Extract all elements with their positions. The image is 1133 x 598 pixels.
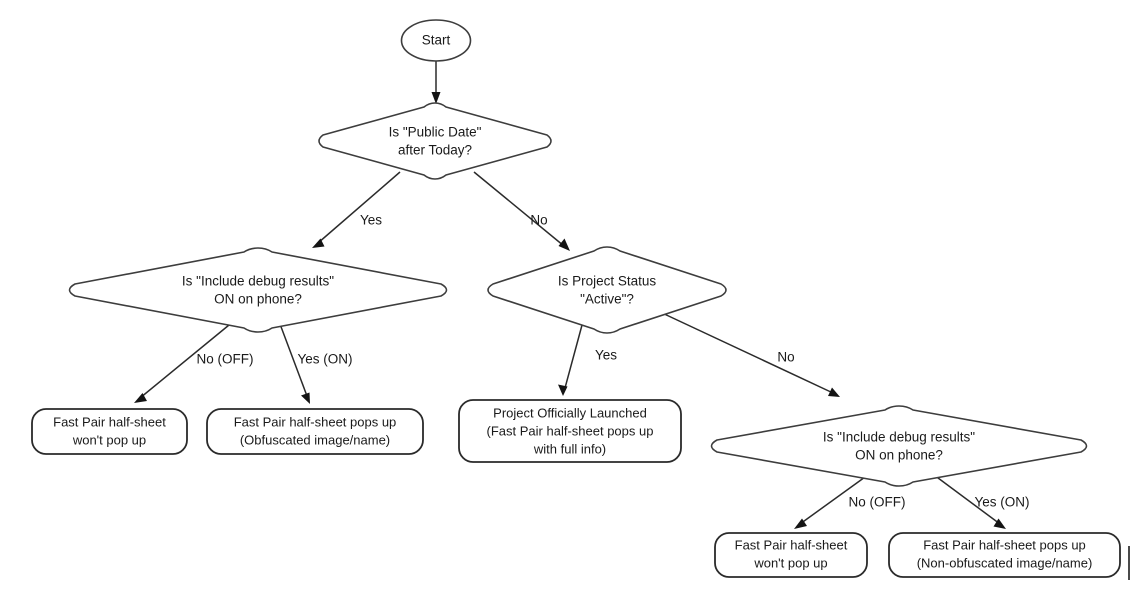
arrowhead-icon (431, 92, 441, 104)
terminal-box[interactable] (714, 532, 868, 578)
edge-project-status-no: No (659, 311, 840, 397)
edge-project-status-yes: Yes (558, 313, 617, 396)
terminal-box[interactable] (458, 399, 682, 463)
arrowhead-icon (993, 518, 1006, 529)
edge-line (799, 471, 873, 525)
arrowhead-icon (828, 387, 840, 397)
node-terminal-right-on[interactable]: Fast Pair half-sheet pops up (Non-obfusc… (888, 532, 1121, 578)
node-terminal-launched[interactable]: Project Officially Launched (Fast Pair h… (458, 399, 682, 463)
edge-label-no-off: No (OFF) (197, 352, 254, 367)
node-terminal-left-on[interactable]: Fast Pair half-sheet pops up (Obfuscated… (206, 408, 424, 455)
edge-public-date-yes: Yes (312, 171, 401, 248)
edge-line (139, 315, 241, 399)
node-decision-public-date[interactable]: Is "Public Date" after Today? (318, 102, 552, 180)
node-terminal-right-off[interactable]: Fast Pair half-sheet won't pop up (714, 532, 868, 578)
node-label-line-2: (Fast Pair half-sheet pops up (487, 423, 654, 438)
edge-debug-right-off: No (OFF) (794, 471, 906, 529)
node-label-line-2: won't pop up (72, 432, 146, 447)
node-label-line-1: Is Project Status (558, 274, 657, 289)
page-edge-mark (1128, 546, 1130, 580)
arrowhead-icon (558, 384, 568, 396)
decision-diamond[interactable] (318, 102, 552, 180)
edge-line (564, 313, 586, 389)
arrowhead-icon (134, 393, 147, 403)
edge-label-no: No (530, 213, 547, 228)
edge-line (276, 315, 308, 397)
edge-label-yes-on: Yes (ON) (974, 495, 1029, 510)
edge-label-no: No (777, 350, 794, 365)
edge-label-yes: Yes (595, 348, 617, 363)
node-label-line-2: won't pop up (753, 555, 827, 570)
edge-debug-right-on: Yes (ON) (929, 471, 1030, 529)
edge-label-yes-on: Yes (ON) (297, 352, 352, 367)
node-label-line-1: Fast Pair half-sheet pops up (234, 414, 397, 429)
arrowhead-icon (301, 392, 310, 404)
node-label-line-1: Is "Public Date" (389, 125, 482, 140)
arrowhead-icon (794, 518, 807, 529)
node-label-line-2: (Non-obfuscated image/name) (917, 555, 1093, 570)
decision-diamond[interactable] (487, 246, 727, 334)
edge-label-no-off: No (OFF) (849, 495, 906, 510)
node-label-line-1: Fast Pair half-sheet (735, 537, 848, 552)
node-label-line-2: ON on phone? (855, 448, 943, 463)
edge-debug-left-off: No (OFF) (134, 315, 254, 403)
node-label-line-1: Fast Pair half-sheet (53, 414, 166, 429)
node-label-line-2: after Today? (398, 143, 472, 158)
terminal-box[interactable] (206, 408, 424, 455)
edge-line (659, 311, 834, 394)
node-start[interactable]: Start (400, 19, 472, 62)
node-decision-project-status[interactable]: Is Project Status "Active"? (487, 246, 727, 334)
node-label-line-1: Is "Include debug results" (823, 430, 975, 445)
edge-start-to-public-date (431, 61, 441, 104)
decision-diamond[interactable] (68, 247, 448, 333)
node-decision-debug-left[interactable]: Is "Include debug results" ON on phone? (68, 247, 448, 333)
edge-line (473, 171, 565, 247)
edge-public-date-no: No (473, 171, 570, 251)
arrowhead-icon (312, 238, 325, 248)
node-terminal-left-off[interactable]: Fast Pair half-sheet won't pop up (31, 408, 188, 455)
node-label-line-1: Is "Include debug results" (182, 274, 334, 289)
terminal-box[interactable] (888, 532, 1121, 578)
node-label-line-3: with full info) (533, 441, 606, 456)
node-label-line-1: Fast Pair half-sheet pops up (923, 537, 1086, 552)
node-label-line-2: ON on phone? (214, 292, 302, 307)
start-ellipse[interactable] (400, 19, 472, 62)
node-label-line-2: "Active"? (580, 292, 634, 307)
edge-line (929, 471, 1001, 525)
decision-diamond[interactable] (710, 405, 1088, 487)
edge-debug-left-on: Yes (ON) (276, 315, 353, 404)
edge-label-yes: Yes (360, 213, 382, 228)
node-label-line-1: Project Officially Launched (493, 405, 647, 420)
node-decision-debug-right[interactable]: Is "Include debug results" ON on phone? (710, 405, 1088, 487)
node-label-line-2: (Obfuscated image/name) (240, 432, 390, 447)
node-start-label: Start (422, 33, 451, 48)
terminal-box[interactable] (31, 408, 188, 455)
arrowhead-icon (558, 238, 570, 251)
edge-line (317, 171, 401, 244)
